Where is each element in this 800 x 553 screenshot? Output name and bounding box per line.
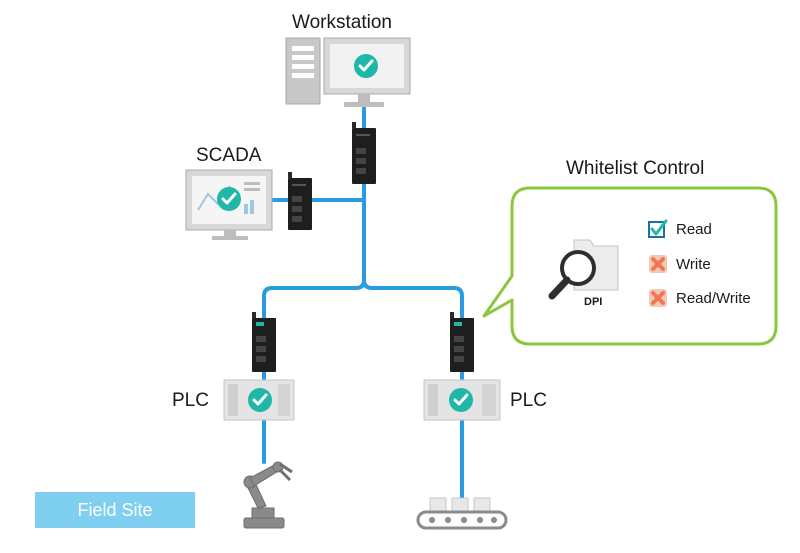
whitelist-item-read: Read [648, 219, 712, 239]
scada-label: SCADA [196, 145, 262, 166]
robot-arm-icon [243, 461, 293, 529]
checkbox-check-icon [648, 219, 668, 238]
workstation-label: Workstation [292, 12, 392, 33]
whitelist-item-label: Read/Write [676, 289, 751, 307]
whitelist-title: Whitelist Control [566, 158, 705, 179]
check-badge-icon [217, 187, 241, 211]
network-lines [262, 106, 464, 500]
conveyor-icon [416, 497, 508, 530]
whitelist-item-label: Write [676, 255, 711, 273]
scada-monitor [185, 169, 273, 240]
x-mark-icon [649, 255, 667, 273]
whitelist-callout [482, 186, 778, 346]
network-trunk [262, 183, 366, 320]
dpi-magnifier-icon [548, 239, 619, 300]
check-badge-icon [248, 388, 272, 412]
whitelist-item-write: Write [648, 254, 711, 274]
x-mark-icon [649, 289, 667, 307]
workstation [285, 37, 411, 107]
firewall-left [252, 312, 276, 372]
plc-left [223, 379, 295, 421]
whitelist-item-label: Read [676, 220, 712, 238]
plc-left-label: PLC [172, 390, 209, 411]
check-badge-icon [354, 54, 378, 78]
plc-right [423, 379, 501, 421]
dpi-label: DPI [584, 296, 603, 308]
firewall-scada [288, 172, 312, 230]
network-branch-right [362, 278, 464, 320]
firewall-top [352, 122, 376, 184]
plc-right-label: PLC [510, 390, 547, 411]
check-badge-icon [449, 388, 473, 412]
whitelist-item-read-write: Read/Write [648, 288, 751, 308]
firewall-right [450, 312, 474, 372]
field-site-label: Field Site [35, 492, 195, 528]
